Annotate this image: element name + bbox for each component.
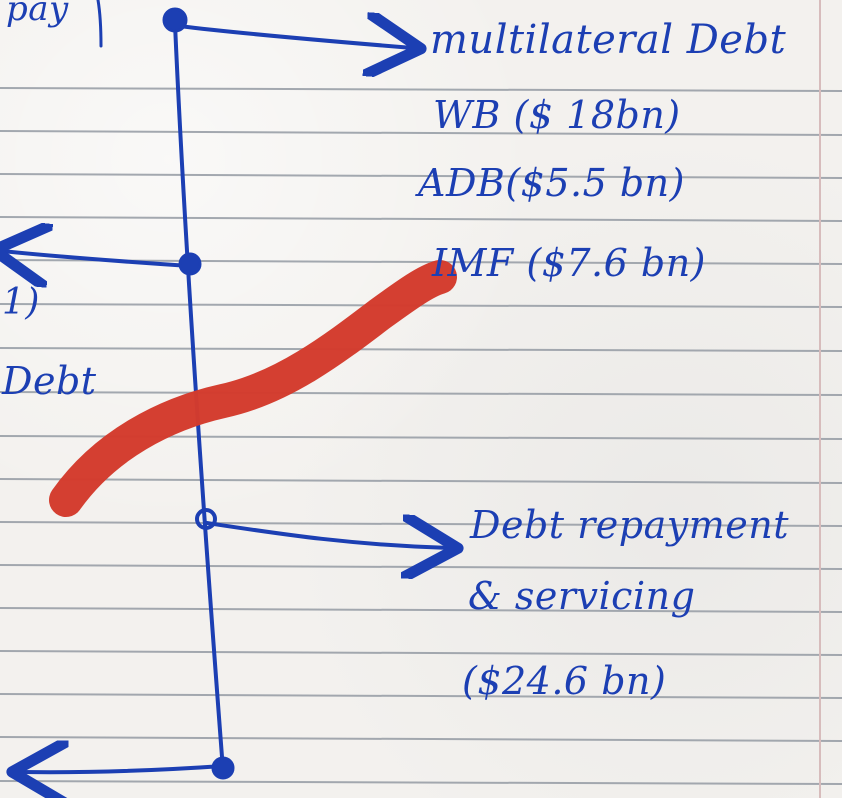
ruled-line xyxy=(0,650,842,656)
ruled-line xyxy=(0,607,842,613)
ruled-line xyxy=(0,347,842,352)
ruled-line xyxy=(0,478,842,484)
node-middle xyxy=(178,252,202,276)
ruled-line xyxy=(0,87,842,92)
right-branch-title: multilateral Debt xyxy=(430,17,787,63)
top-left-stroke xyxy=(96,0,103,48)
ruled-line xyxy=(0,780,842,785)
bottom-branch-line-2: & servicing xyxy=(468,574,695,618)
diagram-lines xyxy=(0,0,450,772)
ruled-line xyxy=(0,391,842,396)
right-item-wb: WB ($ 18bn) xyxy=(433,93,681,137)
right-lower-arrow xyxy=(205,523,450,548)
top-right-arrow xyxy=(177,26,413,48)
left-middle-arrow xyxy=(0,251,192,266)
bottom-branch-line-1: Debt repayment xyxy=(469,503,789,547)
left-bottom-arrow xyxy=(20,766,225,772)
bottom-branch-line-3: ($24.6 bn) xyxy=(462,659,666,703)
ruled-line xyxy=(0,216,842,222)
ruled-line xyxy=(0,564,842,570)
ruled-line xyxy=(0,130,842,136)
node-lower xyxy=(195,508,217,530)
diagram-nodes xyxy=(162,7,235,780)
right-item-adb: ADB($5.5 bn) xyxy=(415,161,685,205)
ruled-line xyxy=(0,693,842,699)
ruled-line xyxy=(0,173,842,179)
ruled-line xyxy=(0,736,842,742)
node-top xyxy=(162,7,188,33)
left-fragment-1: 1) xyxy=(2,282,40,323)
main-vertical-line xyxy=(173,22,225,772)
right-item-imf: IMF ($7.6 bn) xyxy=(431,241,706,285)
node-bottom xyxy=(211,756,235,780)
left-fragment-2: Debt xyxy=(1,359,97,403)
top-left-fragment: pay xyxy=(6,0,69,29)
red-highlight-stroke xyxy=(49,260,457,517)
